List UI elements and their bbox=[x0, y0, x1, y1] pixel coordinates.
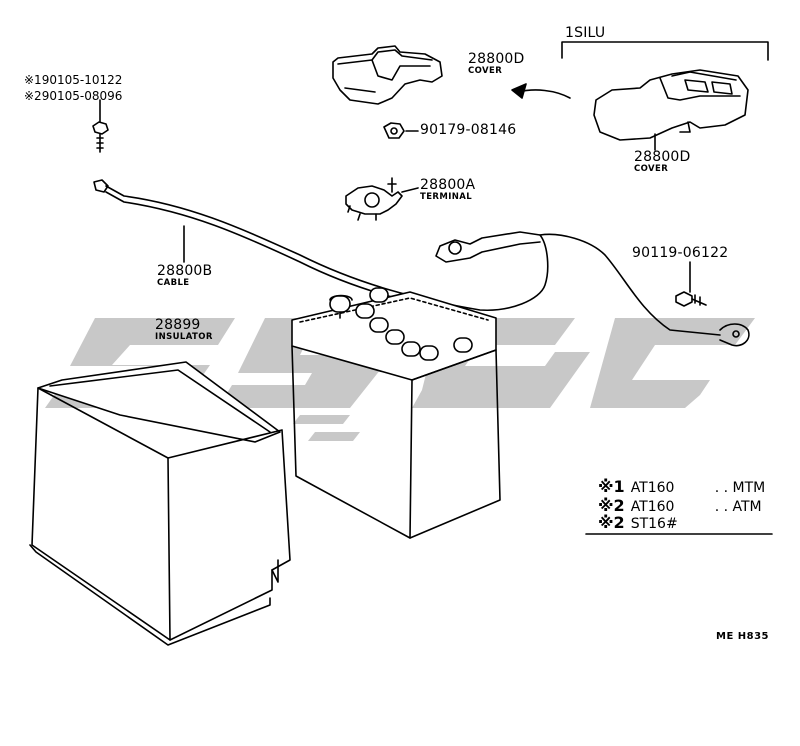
part-number: 28800D bbox=[634, 149, 691, 165]
bolt-variant-2[interactable]: ※290105-08096 bbox=[24, 90, 122, 102]
battery-shape bbox=[291, 287, 501, 539]
legend-mark: ※2 bbox=[598, 496, 625, 515]
part-number: 28800A bbox=[420, 177, 476, 193]
group-header: 1SILU bbox=[565, 25, 606, 41]
part-label-cable[interactable]: 28800B CABLE bbox=[157, 264, 212, 288]
part-label-nut[interactable]: 90179-08146 bbox=[420, 122, 517, 138]
arrow-head bbox=[511, 83, 527, 99]
terminal-shape bbox=[345, 177, 403, 221]
part-name: CABLE bbox=[157, 278, 190, 288]
bolt-variant-1[interactable]: ※190105-10122 bbox=[24, 74, 122, 86]
part-label-terminal[interactable]: 28800A TERMINAL bbox=[420, 178, 475, 202]
part-name: TERMINAL bbox=[420, 192, 473, 202]
variant-number: 90105-10122 bbox=[41, 73, 123, 87]
part-number: 28800B bbox=[157, 263, 213, 279]
part-label-bolt-right[interactable]: 90119-06122 bbox=[632, 245, 729, 261]
legend-variant: . . ATM bbox=[714, 499, 762, 515]
part-name: COVER bbox=[634, 164, 669, 174]
bolt-right-shape bbox=[675, 291, 707, 307]
cover-right-shape bbox=[593, 69, 749, 141]
bolt-left-shape bbox=[92, 121, 109, 153]
legend-code: ST16# bbox=[630, 516, 678, 532]
arrow-line bbox=[517, 89, 571, 99]
variant-mark: ※1 bbox=[24, 73, 42, 87]
part-label-cover-right[interactable]: 28800D COVER bbox=[634, 150, 691, 174]
legend-mark: ※1 bbox=[598, 477, 625, 496]
part-number: 28899 bbox=[155, 317, 201, 333]
group-bracket bbox=[561, 41, 769, 61]
drawing-reference: ME H835 bbox=[716, 631, 770, 642]
legend-variant: . . MTM bbox=[714, 480, 766, 496]
legend-code: AT160 bbox=[630, 499, 675, 515]
legend-mark: ※2 bbox=[598, 513, 625, 532]
legend-code: AT160 bbox=[630, 480, 675, 496]
part-name: INSULATOR bbox=[155, 332, 213, 342]
legend-row-3: ※2 ST16# bbox=[598, 513, 678, 532]
legend-row-1: ※1 AT160 . . MTM bbox=[598, 477, 766, 496]
part-label-cover-left[interactable]: 28800D COVER bbox=[468, 52, 525, 76]
legend-row-2: ※2 AT160 . . ATM bbox=[598, 496, 762, 515]
cover-left-shape bbox=[332, 45, 443, 105]
variant-mark: ※2 bbox=[24, 89, 42, 103]
insulator-shape bbox=[29, 361, 291, 646]
nut-shape bbox=[383, 122, 405, 139]
variant-number: 90105-08096 bbox=[41, 89, 123, 103]
leader-terminal bbox=[401, 187, 419, 193]
part-label-insulator[interactable]: 28899 INSULATOR bbox=[155, 318, 213, 342]
part-name: COVER bbox=[468, 66, 503, 76]
part-number: 28800D bbox=[468, 51, 525, 67]
